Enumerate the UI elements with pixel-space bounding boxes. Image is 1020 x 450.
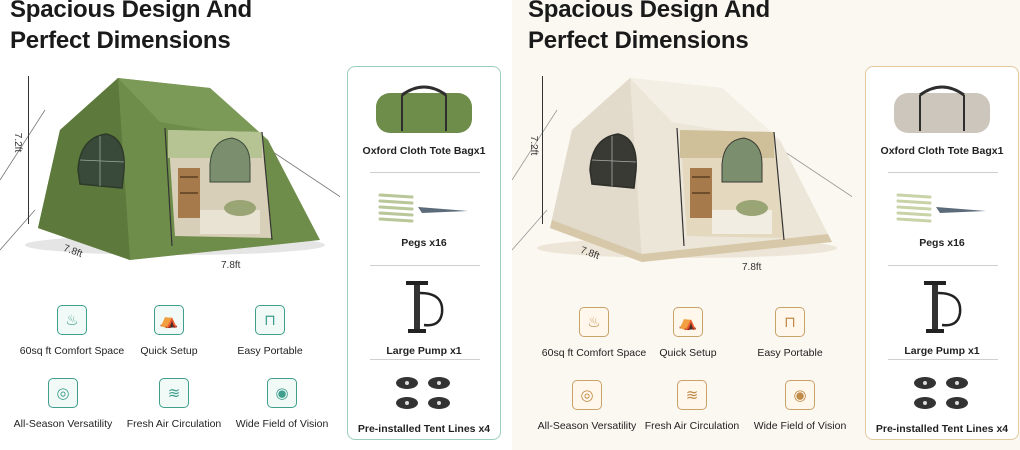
pegs-icon [896, 193, 986, 223]
accessory-pump: Large Pump x1 [866, 279, 1018, 357]
accessories-box: Oxford Cloth Tote Bagx1 Pegs x16 L [865, 66, 1019, 440]
title-line-1: Spacious Design And [528, 0, 771, 23]
accessory-divider [888, 359, 998, 360]
feature-label: Easy Portable [237, 345, 303, 357]
feature-label: All-Season Versatility [13, 418, 113, 430]
feature-all-season: ◎ All-Season Versatility [527, 380, 647, 432]
accessory-label: Large Pump x1 [386, 345, 462, 357]
accessory-pegs: Pegs x16 [348, 189, 500, 249]
feature-comfort-space: ♨ 60sq ft Comfort Space [534, 307, 654, 359]
feature-label: Quick Setup [140, 345, 198, 357]
feature-label: All-Season Versatility [537, 420, 637, 432]
feature-label: 60sq ft Comfort Space [19, 345, 125, 357]
airflow-icon: ≋ [159, 378, 189, 408]
tent-lines-icon [396, 377, 450, 409]
accessory-divider [888, 265, 998, 266]
pump-icon [406, 281, 444, 333]
accessory-label: Large Pump x1 [904, 345, 980, 357]
accessory-tent-lines: Pre-installed Tent Lines x4 [866, 373, 1018, 435]
height-dimension-label: 7.2ft [12, 132, 24, 153]
title-line-2: Perfect Dimensions [528, 27, 749, 54]
accessory-pump: Large Pump x1 [348, 279, 500, 357]
panel-title: Spacious Design And Perfect Dimensions [528, 0, 770, 56]
steam-cup-icon: ♨ [579, 307, 609, 337]
accessory-label: Pre-installed Tent Lines x4 [875, 423, 1009, 435]
accessory-tent-lines: Pre-installed Tent Lines x4 [348, 373, 500, 435]
accessory-label: Oxford Cloth Tote Bagx1 [362, 145, 486, 157]
feature-wide-vision: ◉ Wide Field of Vision [740, 380, 860, 432]
feature-easy-portable: ⊓ Easy Portable [730, 307, 850, 359]
accessory-pegs: Pegs x16 [866, 189, 1018, 249]
bag-icon: ⊓ [775, 307, 805, 337]
feature-easy-portable: ⊓ Easy Portable [210, 305, 330, 357]
feature-label: Fresh Air Circulation [644, 420, 740, 432]
accessory-divider [370, 359, 480, 360]
feature-label: Easy Portable [757, 347, 823, 359]
feature-label: Quick Setup [659, 347, 717, 359]
feature-label: Wide Field of Vision [235, 418, 329, 430]
width-dimension-label: 7.8ft [742, 262, 762, 273]
tent-icon: ⛺ [154, 305, 184, 335]
width-dimension-label: 7.8ft [221, 260, 241, 271]
height-dimension-label: 7.2ft [528, 135, 540, 156]
pump-icon [924, 281, 962, 333]
tote-bag-icon [376, 85, 472, 133]
tent-lines-icon [914, 377, 968, 409]
eye-icon: ◉ [785, 380, 815, 410]
product-panel-green: Spacious Design And Perfect Dimensions 7… [0, 0, 501, 440]
accessory-label: Pre-installed Tent Lines x4 [357, 423, 491, 435]
feature-comfort-space: ♨ 60sq ft Comfort Space [12, 305, 132, 357]
feature-all-season: ◎ All-Season Versatility [3, 378, 123, 430]
accessory-label: Oxford Cloth Tote Bagx1 [880, 145, 1004, 157]
steam-cup-icon: ♨ [57, 305, 87, 335]
title-line-2: Perfect Dimensions [10, 27, 231, 54]
height-dimension-line [28, 76, 29, 224]
feature-label: Fresh Air Circulation [126, 418, 222, 430]
season-icon: ◎ [48, 378, 78, 408]
accessory-tote-bag: Oxford Cloth Tote Bagx1 [866, 81, 1018, 157]
tote-bag-icon [894, 85, 990, 133]
accessory-label: Pegs x16 [401, 237, 447, 249]
tent-illustration [0, 78, 340, 260]
airflow-icon: ≋ [677, 380, 707, 410]
height-dimension-line [542, 76, 543, 224]
bag-icon: ⊓ [255, 305, 285, 335]
tent-illustration [512, 78, 852, 262]
accessories-box: Oxford Cloth Tote Bagx1 Pegs x16 L [347, 66, 501, 440]
panel-title: Spacious Design And Perfect Dimensions [10, 0, 252, 56]
accessory-divider [370, 172, 480, 173]
feature-quick-setup: ⛺ Quick Setup [628, 307, 748, 359]
accessory-divider [888, 172, 998, 173]
eye-icon: ◉ [267, 378, 297, 408]
feature-quick-setup: ⛺ Quick Setup [109, 305, 229, 357]
title-line-1: Spacious Design And [10, 0, 253, 23]
feature-label: Wide Field of Vision [753, 420, 847, 432]
accessory-label: Pegs x16 [919, 237, 965, 249]
tent-icon: ⛺ [673, 307, 703, 337]
feature-wide-vision: ◉ Wide Field of Vision [222, 378, 342, 430]
product-panel-beige: Spacious Design And Perfect Dimensions 7… [512, 0, 1020, 450]
feature-fresh-air: ≋ Fresh Air Circulation [114, 378, 234, 430]
feature-label: 60sq ft Comfort Space [541, 347, 647, 359]
accessory-divider [370, 265, 480, 266]
accessory-tote-bag: Oxford Cloth Tote Bagx1 [348, 81, 500, 157]
feature-fresh-air: ≋ Fresh Air Circulation [632, 380, 752, 432]
pegs-icon [378, 193, 468, 223]
season-icon: ◎ [572, 380, 602, 410]
